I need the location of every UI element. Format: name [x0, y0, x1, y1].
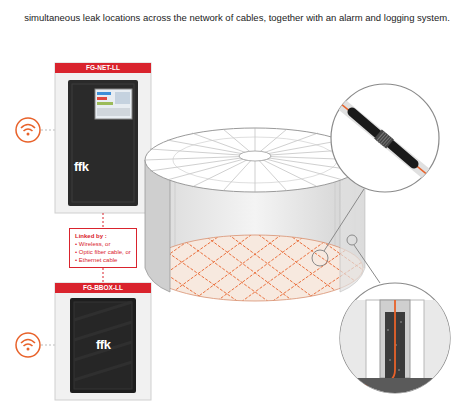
- bbox-device: [55, 283, 151, 400]
- link-connector: [103, 213, 104, 228]
- device-panel: FG-NET-LL: [55, 63, 151, 213]
- net-device: [55, 63, 151, 213]
- device-name: FG-NET-LL: [55, 63, 151, 73]
- detail-callout: [335, 235, 455, 400]
- wifi-icon: [16, 333, 55, 357]
- note-item: • Optic fiber cable, or: [75, 248, 131, 256]
- link-note-box: Linked by :• Wireless, or• Optic fiber c…: [69, 228, 137, 268]
- wifi-icon: [16, 118, 55, 142]
- note-heading: Linked by :: [75, 232, 131, 240]
- note-item: • Wireless, or: [75, 240, 131, 248]
- note-item: • Ethernet cable: [75, 256, 131, 264]
- intro-text: simultaneous leak locations across the n…: [8, 12, 466, 24]
- brand-logo: ffk: [74, 160, 88, 174]
- detail-callout: [312, 84, 440, 266]
- link-connector: [103, 268, 104, 283]
- device-name: FG-BBOX-LL: [55, 283, 151, 293]
- brand-logo: ffk: [96, 338, 110, 352]
